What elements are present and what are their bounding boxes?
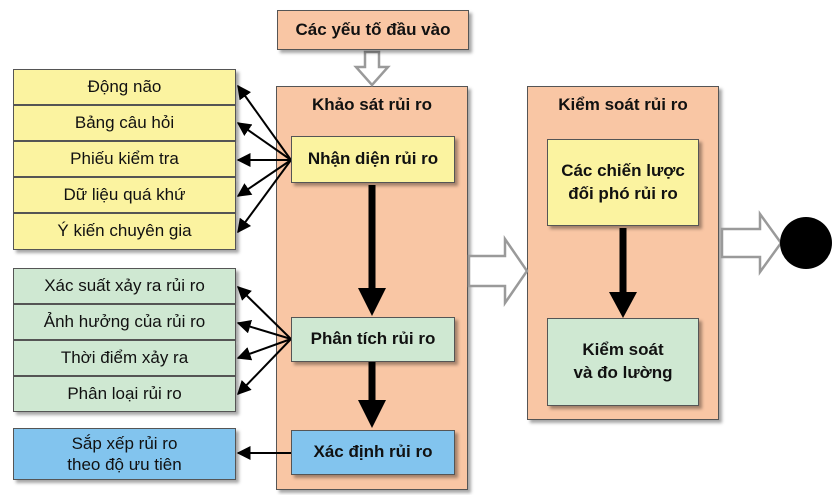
analyze-risk-label: Phân tích rủi ro xyxy=(310,329,436,349)
control-flow-arrows xyxy=(609,228,637,318)
identify-method-item: Bảng câu hỏi xyxy=(13,105,236,141)
analyze-risk-box: Phân tích rủi ro xyxy=(291,317,455,362)
input-factors-box: Các yếu tố đầu vào xyxy=(277,10,469,50)
control-measure-label-line1: Kiểm soát xyxy=(582,340,664,360)
identify-method-label: Phiếu kiểm tra xyxy=(70,148,179,168)
priority-label-line2: theo độ ưu tiên xyxy=(67,455,182,474)
analysis-factor-label: Thời điểm xảy ra xyxy=(60,347,189,367)
identify-method-item: Ý kiến chuyên gia xyxy=(13,213,236,250)
identify-method-item: Dữ liệu quá khứ xyxy=(13,177,236,213)
analysis-factor-label: Phân loại rủi ro xyxy=(67,383,182,403)
control-to-end-arrow xyxy=(720,210,783,276)
input-factors-label: Các yếu tố đầu vào xyxy=(295,19,451,39)
strategies-box: Các chiến lược đối phó rủi ro xyxy=(547,139,699,226)
survey-to-control-arrow xyxy=(467,234,529,308)
identify-method-label: Ý kiến chuyên gia xyxy=(57,221,192,241)
control-measure-box: Kiểm soát và đo lường xyxy=(547,318,699,406)
strategies-label-line2: đối phó rủi ro xyxy=(568,183,678,203)
analysis-factor-item: Phân loại rủi ro xyxy=(13,376,236,412)
identify-risk-box: Nhận diện rủi ro xyxy=(291,136,455,183)
end-node xyxy=(780,217,832,269)
analysis-factor-label: Ảnh hưởng của rủi ro xyxy=(43,311,206,331)
priority-label-line1: Sắp xếp rủi ro xyxy=(71,433,178,453)
priority-box: Sắp xếp rủi ro theo độ ưu tiên xyxy=(13,428,236,480)
identify-risk-label: Nhận diện rủi ro xyxy=(307,149,439,169)
identify-method-label: Động não xyxy=(87,76,162,96)
strategies-label-line1: Các chiến lược xyxy=(561,160,685,180)
identify-method-item: Phiếu kiểm tra xyxy=(13,141,236,177)
identify-method-label: Dữ liệu quá khứ xyxy=(63,184,186,204)
control-measure-label-line2: và đo lường xyxy=(573,363,673,382)
determine-risk-label: Xác định rủi ro xyxy=(313,442,433,462)
survey-flow-arrows xyxy=(358,185,386,428)
control-panel-title: Kiểm soát rủi ro xyxy=(558,95,688,114)
analysis-factor-item: Xác suất xảy ra rủi ro xyxy=(13,268,236,304)
input-flow-arrow xyxy=(353,50,391,87)
analysis-factor-item: Ảnh hưởng của rủi ro xyxy=(13,304,236,340)
identify-method-arrows xyxy=(236,84,292,234)
analysis-factor-label: Xác suất xảy ra rủi ro xyxy=(44,275,205,295)
analysis-factor-item: Thời điểm xảy ra xyxy=(13,340,236,376)
survey-panel-title: Khảo sát rủi ro xyxy=(312,95,432,114)
determine-risk-box: Xác định rủi ro xyxy=(291,430,455,475)
identify-method-item: Động não xyxy=(13,69,236,105)
identify-method-label: Bảng câu hỏi xyxy=(74,112,175,132)
analysis-factor-arrows xyxy=(236,286,292,396)
